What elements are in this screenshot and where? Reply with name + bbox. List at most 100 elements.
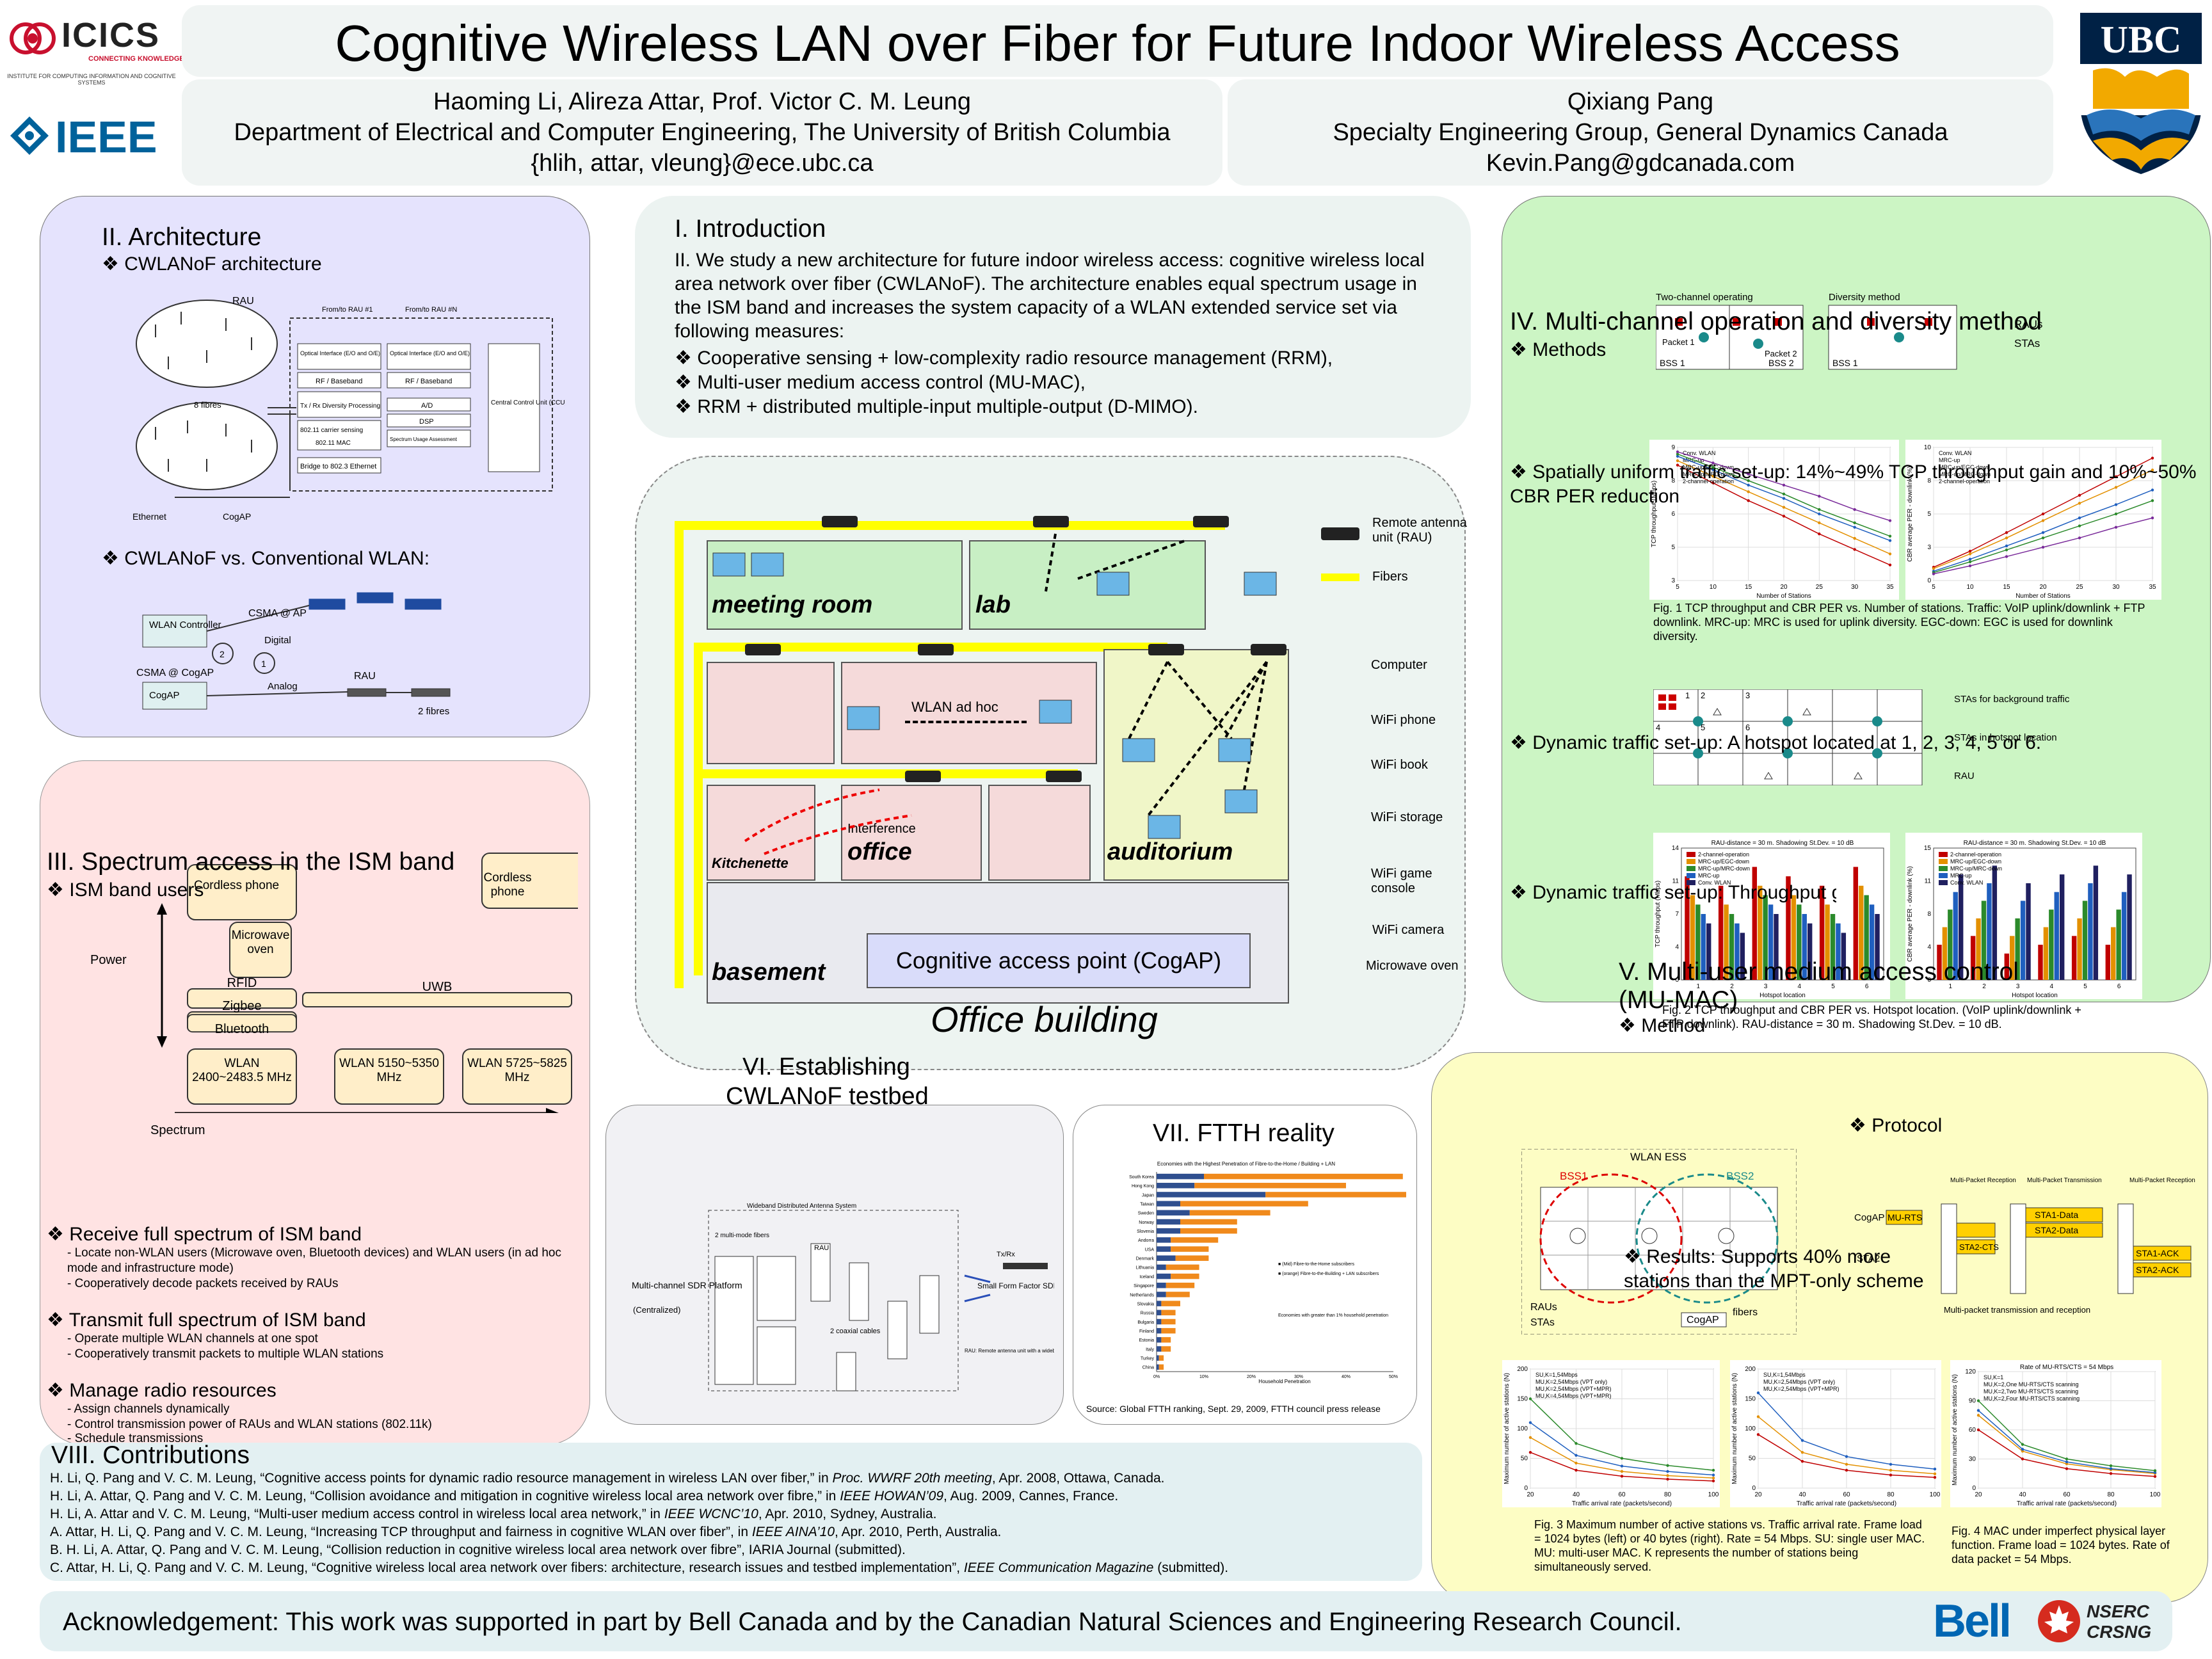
fiber-line <box>675 521 684 988</box>
bar <box>2059 874 2065 980</box>
mc-raus-label: RAUs <box>2014 318 2043 330</box>
tl-sta2: STA2 <box>1857 1253 1880 1264</box>
data-point <box>1888 534 1892 538</box>
data-point <box>2078 536 2081 540</box>
x-tick-label: 10 <box>1966 584 1974 591</box>
multichannel-panel: Two-channel operating Diversity method P… <box>1502 196 2211 1002</box>
grid-num-4: 4 <box>1656 723 1660 732</box>
reference-item: B. H. Li, A. Attar, Q. Pang and V. C. M.… <box>50 1543 906 1558</box>
legend-swatch <box>1687 866 1695 871</box>
reference-item: A. Attar, H. Li, Q. Pang and V. C. M. Le… <box>50 1525 1001 1540</box>
data-point <box>1932 572 1936 575</box>
room-storage <box>988 785 1091 881</box>
bar <box>1758 885 1763 980</box>
x-tick-label: 40 <box>2019 1491 2026 1498</box>
transmit-bullet: ❖ Transmit full spectrum of ISM band <box>47 1310 366 1331</box>
icics-emblem-icon <box>10 22 56 54</box>
intro-bullet-1: ❖ Cooperative sensing + low-complexity r… <box>675 348 1333 369</box>
data-point <box>1976 1428 1980 1432</box>
arch-ethernet-label: Ethernet <box>132 511 166 522</box>
reference-item: H. Li, Q. Pang and V. C. M. Leung, “Cogn… <box>50 1471 1165 1486</box>
data-point <box>1756 1433 1760 1436</box>
fig3-caption: Fig. 3 Maximum number of active stations… <box>1534 1518 1925 1573</box>
bar-fttb <box>1175 1255 1209 1261</box>
y-tick-label: 4 <box>1927 944 1931 951</box>
room-lab-label: lab <box>975 591 1011 618</box>
legend-wifi-game: WiFi game console <box>1371 867 1432 895</box>
y-axis-label: Maximum number of active stations (N) <box>1503 1373 1511 1484</box>
x-tick-label: 20 <box>2039 584 2047 591</box>
bar <box>1797 904 1802 980</box>
hotspot-grid-figure: 1 2 3 4 5 6 STAs for background traffic … <box>1653 689 2140 786</box>
bar <box>1752 867 1758 980</box>
data-point <box>1800 1451 1804 1454</box>
cogap-box[interactable]: Cognitive access point (CogAP) <box>867 933 1251 988</box>
category-label: Italy <box>1146 1347 1154 1352</box>
data-point <box>1888 563 1892 566</box>
y-axis-label: TCP throughput (Mbps) <box>1655 881 1662 947</box>
bar <box>2010 936 2015 980</box>
contributions-title: VIII. Contributions <box>51 1441 250 1469</box>
icics-wordmark: ICICS <box>61 16 161 54</box>
data-point <box>1968 550 1972 553</box>
category-label: South Korea <box>1129 1175 1154 1180</box>
grid-num-6: 6 <box>1745 723 1750 732</box>
legend-swatch <box>1687 880 1695 885</box>
data-point <box>1976 1414 1980 1417</box>
cmp-rau: RAU <box>354 671 376 682</box>
category-label: Norway <box>1139 1221 1154 1225</box>
bar-fttb <box>1161 1337 1171 1343</box>
two-ch-title: Two-channel operating <box>1656 292 1753 303</box>
reference-venue: Proc. WWRF 20th meeting <box>832 1471 992 1486</box>
x-tick-label: 5 <box>1676 584 1679 591</box>
arch-ccu: Central Control Unit (CCU) <box>491 399 565 406</box>
category-label: Andorra <box>1138 1238 1154 1243</box>
category-label: Finland <box>1139 1329 1154 1334</box>
y-tick-label: 4 <box>1675 944 1679 951</box>
grid-num-5: 5 <box>1701 723 1705 732</box>
bar <box>2082 901 2088 980</box>
y-tick-label: 100 <box>1517 1425 1528 1432</box>
x-tick-label: 10 <box>1710 584 1717 591</box>
y-tick-label: 7 <box>1675 911 1679 918</box>
y-tick-label: 14 <box>1672 845 1679 852</box>
bar <box>1786 876 1791 980</box>
bar-fttb <box>1158 1355 1164 1361</box>
bar <box>2015 918 2020 980</box>
x-tick-label: 4 <box>2050 983 2054 990</box>
data-point <box>1818 533 1821 536</box>
data-point <box>1889 1468 1893 1472</box>
uwb-label: UWB <box>422 980 453 994</box>
reference-text: B. H. Li, A. Attar, Q. Pang and V. C. M.… <box>50 1543 906 1557</box>
two-ch-packet2: Packet 2 <box>1765 349 1797 358</box>
bar-fttb <box>1180 1219 1237 1225</box>
x-tick-label: 100 <box>2150 1491 2161 1498</box>
reference-text: C. Attar, H. Li, Q. Pang and V. C. M. Le… <box>50 1560 964 1575</box>
intro-bullet-2: ❖ Multi-user medium access control (MU-M… <box>675 372 1086 393</box>
bar <box>1802 914 1807 980</box>
y-axis-label: CBR average PER - downlink (%) <box>1907 866 1914 962</box>
legend-swatch <box>1687 859 1695 864</box>
grid-num-2: 2 <box>1701 691 1705 700</box>
data-point <box>1800 1439 1804 1442</box>
data-point <box>1528 1421 1532 1424</box>
x-tick-label: 1 <box>1949 983 1953 990</box>
data-point <box>2109 1464 2113 1468</box>
legend-swatch <box>1939 873 1948 878</box>
data-point <box>1888 519 1892 522</box>
category-label: Hong Kong <box>1132 1184 1154 1189</box>
data-point <box>1747 499 1750 502</box>
receive-bullet: ❖ Receive full spectrum of ISM band <box>47 1224 362 1245</box>
bar <box>1992 865 1998 980</box>
room-meeting-room <box>707 540 963 630</box>
legend-entry: MU,K=2,One MU-RTS/CTS scanning <box>1984 1381 2079 1388</box>
data-point <box>2078 517 2081 520</box>
legend-entry: 2-channel-operation <box>1939 478 1990 485</box>
data-point <box>2005 536 2008 540</box>
cmp-analog: Analog <box>268 681 298 692</box>
category-label: Bulgaria <box>1137 1320 1154 1325</box>
bar <box>2088 883 2093 980</box>
x-tick-label: 35 <box>2149 584 2156 591</box>
mumac-title-2: (MU-MAC) <box>1619 986 1738 1014</box>
transmit-sub-2: - Cooperatively transmit packets to mult… <box>67 1347 384 1361</box>
